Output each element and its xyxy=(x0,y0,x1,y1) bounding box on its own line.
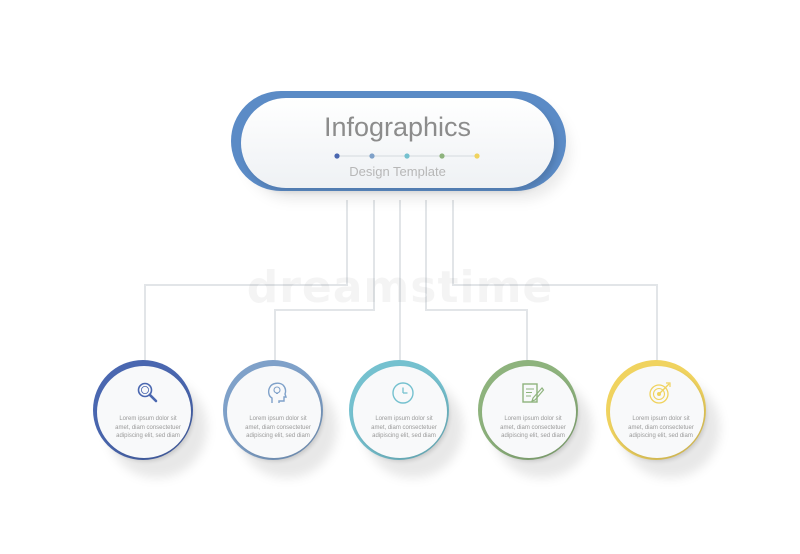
connector-4 xyxy=(425,200,528,362)
step-circle-2: Lorem ipsum dolor sit amet, diam consect… xyxy=(223,360,337,478)
step-text: Lorem ipsum dolor sit amet, diam consect… xyxy=(115,416,181,439)
step-face: Lorem ipsum dolor sit amet, diam consect… xyxy=(353,366,447,458)
step-circle-4: Lorem ipsum dolor sit amet, diam consect… xyxy=(478,360,592,478)
step-circle-1: Lorem ipsum dolor sit amet, diam consect… xyxy=(93,360,207,478)
document-pencil-icon xyxy=(519,380,545,406)
header-dot-1 xyxy=(334,153,340,159)
header-title: Infographics xyxy=(323,112,472,142)
step-face: Lorem ipsum dolor sit amet, diam consect… xyxy=(227,366,321,458)
header-dot-2 xyxy=(369,153,375,159)
watermark: dreamstime xyxy=(240,262,560,313)
connector-5 xyxy=(452,200,658,362)
step-face: Lorem ipsum dolor sit amet, diam consect… xyxy=(482,366,576,458)
step-face: Lorem ipsum dolor sit amet, diam consect… xyxy=(610,366,704,458)
header-dot-3 xyxy=(404,153,410,159)
header-subtitle: Design Template xyxy=(349,164,446,179)
step-circle-3: Lorem ipsum dolor sit amet, diam consect… xyxy=(349,360,463,478)
step-circle-5: Lorem ipsum dolor sit amet, diam consect… xyxy=(606,360,720,478)
magnifier-icon xyxy=(134,380,160,406)
step-text: Lorem ipsum dolor sit amet, diam consect… xyxy=(245,416,311,439)
header-pill-face xyxy=(241,98,554,188)
step-face: Lorem ipsum dolor sit amet, diam consect… xyxy=(97,366,191,458)
target-icon xyxy=(647,380,673,406)
header-dot-4 xyxy=(439,153,445,159)
step-text: Lorem ipsum dolor sit amet, diam consect… xyxy=(628,416,694,439)
head-idea-icon xyxy=(264,380,290,406)
step-text: Lorem ipsum dolor sit amet, diam consect… xyxy=(371,416,437,439)
connector-1 xyxy=(144,200,348,362)
header-dot-5 xyxy=(474,153,480,159)
connector-2 xyxy=(274,200,375,362)
header-dot-line xyxy=(334,153,480,159)
step-text: Lorem ipsum dolor sit amet, diam consect… xyxy=(500,416,566,439)
clock-icon xyxy=(390,380,416,406)
